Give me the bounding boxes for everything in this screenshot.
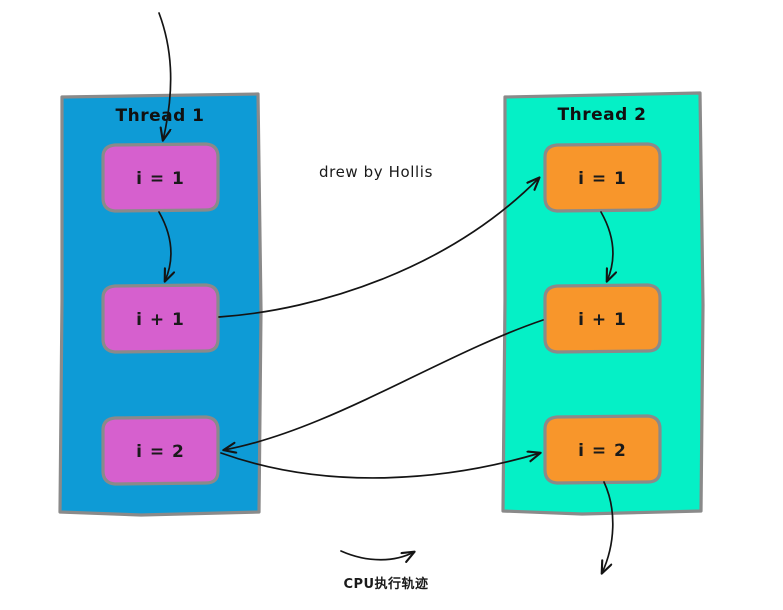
cpu-trace-label: CPU执行轨迹: [343, 576, 428, 592]
thread-2-step-3-label: i = 2: [578, 441, 627, 461]
thread-1-title: Thread 1: [116, 106, 205, 126]
thread-2-step-1[interactable]: i = 1: [543, 142, 662, 213]
thread-1-step-3[interactable]: i = 2: [101, 415, 220, 486]
entry-arrow: [158, 12, 172, 140]
cross-arrow-t1step3-to-t2step3: [220, 453, 540, 479]
thread-1-step-3-label: i = 2: [136, 442, 185, 462]
thread-2-arrow-step1-step2: [600, 211, 613, 281]
thread-2-step-1-label: i = 1: [578, 169, 627, 189]
thread-1-step-1-label: i = 1: [136, 169, 185, 189]
exit-arrow: [602, 481, 614, 573]
thread-1-arrow-step1-step2: [158, 211, 171, 281]
thread-2-step-2-label: i + 1: [578, 310, 627, 330]
cpu-trace-arrow: [340, 550, 414, 560]
thread-2-step-3[interactable]: i = 2: [543, 414, 662, 485]
thread-2-step-2[interactable]: i + 1: [543, 283, 662, 354]
author-note: drew by Hollis: [319, 163, 433, 181]
thread-1-step-2[interactable]: i + 1: [101, 283, 220, 354]
cross-arrow-t1step2-to-t2step1: [218, 178, 539, 318]
thread-1-step-1[interactable]: i = 1: [101, 142, 220, 213]
cpu-trace-legend: CPU执行轨迹: [340, 550, 428, 592]
thread-2-title: Thread 2: [558, 105, 647, 125]
thread-1-step-2-label: i + 1: [136, 310, 185, 330]
cross-arrow-t2step2-to-t1step3: [224, 319, 544, 450]
